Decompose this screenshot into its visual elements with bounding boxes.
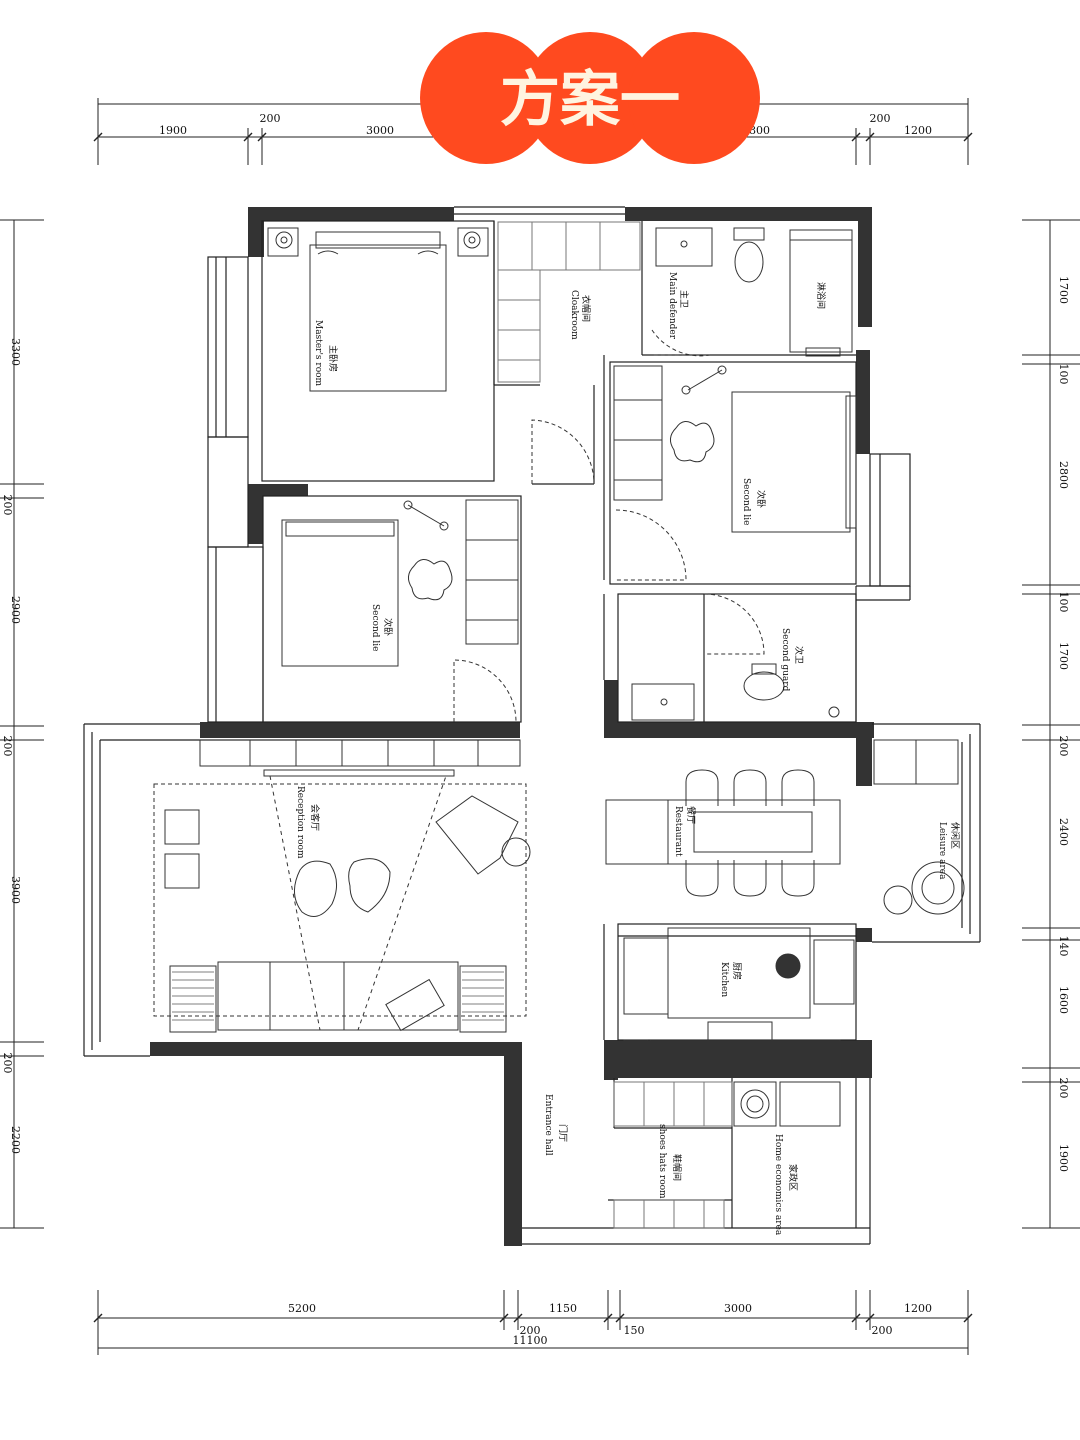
dimension-ticks — [93, 132, 973, 1323]
closet-en-label: Cloakroom — [569, 290, 579, 340]
dim-top-3: 3000 — [366, 124, 394, 137]
dim-left-3: 2900 — [9, 596, 22, 624]
dining-en-label: Restaurant — [673, 806, 683, 857]
dim-bottom-5: 3000 — [724, 1302, 752, 1315]
second-left-en-label: Second lie — [370, 604, 380, 651]
dim-bottom-2: 200 — [520, 1324, 541, 1337]
dim-right-6: 200 — [1057, 736, 1070, 757]
second-left-cn-label: 次卧 — [382, 618, 394, 636]
shoe-cn-label: 鞋帽间 — [671, 1154, 683, 1181]
dim-top-2: 200 — [260, 112, 281, 125]
dim-right-8: 140 — [1057, 936, 1070, 957]
secondbath-cn-label: 次卫 — [793, 646, 805, 664]
main-bath-fixtures — [655, 227, 853, 357]
living-en-label: Reception room — [295, 786, 305, 859]
mainbath-en-label: Main defender — [667, 272, 677, 340]
dining-furniture — [605, 769, 841, 897]
leisure-en-label: Leisure area — [937, 822, 947, 880]
dim-bottom-7: 200 — [872, 1324, 893, 1337]
mainbath-cn-label: 主卫 — [678, 290, 690, 308]
leisure-cn-label: 休闲区 — [949, 822, 961, 849]
utility-fixtures — [613, 1081, 733, 1229]
dining-cn-label: 餐厅 — [685, 806, 697, 824]
shoe-en-label: shoes hats room — [657, 1124, 667, 1199]
dim-right-1: 1700 — [1057, 276, 1070, 304]
title-text: 方案一 — [500, 65, 680, 135]
title-badge: 方案一 — [420, 32, 760, 164]
dimension-lines — [0, 98, 1080, 1355]
dim-right-5: 1700 — [1057, 642, 1070, 670]
closet-cabinets — [497, 221, 641, 383]
dim-left-1: 3300 — [9, 338, 22, 366]
master-cn-label: 主卧房 — [327, 345, 339, 372]
rugs — [172, 971, 504, 1021]
dim-bottom-3: 1150 — [549, 1302, 577, 1315]
living-room-furniture — [153, 739, 531, 1033]
wall-outlines — [83, 206, 981, 1245]
dim-left-4: 200 — [1, 736, 14, 757]
dim-left-5: 3900 — [9, 876, 22, 904]
dim-right-3: 2800 — [1057, 461, 1070, 489]
doors — [453, 329, 765, 723]
entry-cn-label: 门厅 — [557, 1124, 569, 1142]
second-right-cn-label: 次卧 — [755, 490, 767, 508]
dim-left-7: 2200 — [9, 1126, 22, 1154]
dim-right-2: 100 — [1057, 364, 1070, 385]
laundry-en-label: Home economics area — [773, 1134, 783, 1236]
dim-bottom-6: 1200 — [904, 1302, 932, 1315]
laundry-fixtures — [733, 1081, 841, 1127]
dim-top-1: 1900 — [159, 124, 187, 137]
dim-top-5: 200 — [870, 112, 891, 125]
dim-right-4: 100 — [1057, 592, 1070, 613]
leisure-furniture — [873, 739, 965, 915]
living-cn-label: 会客厅 — [309, 804, 321, 831]
shower-label: 淋浴间 — [815, 282, 827, 309]
right-bedroom-furniture — [613, 365, 857, 533]
master-en-label: Master's room — [313, 320, 323, 387]
left-bedroom-furniture — [281, 499, 519, 667]
laundry-cn-label: 家政区 — [787, 1164, 799, 1191]
master-bed — [267, 227, 489, 392]
entry-en-label: Entrance hall — [543, 1094, 553, 1156]
dim-bottom-total: 11100 — [513, 1334, 548, 1347]
dim-right-7: 2400 — [1057, 818, 1070, 846]
kitchen-en-label: Kitchen — [719, 962, 729, 997]
room-labels: 主卧房 Master's room 衣帽间 Cloakroom 主卫 Main … — [295, 272, 961, 1236]
secondbath-en-label: Second guard — [780, 628, 790, 692]
second-right-en-label: Second lie — [741, 478, 751, 525]
dim-top-6: 1200 — [904, 124, 932, 137]
kitchen-fixtures — [623, 927, 855, 1067]
dim-left-6: 200 — [1, 1053, 14, 1074]
kitchen-cn-label: 厨房 — [731, 962, 743, 980]
dim-right-11: 1900 — [1057, 1144, 1070, 1172]
walls — [150, 207, 874, 1246]
bath2-fixtures — [631, 663, 840, 721]
dim-right-10: 200 — [1057, 1078, 1070, 1099]
dim-bottom-1: 5200 — [288, 1302, 316, 1315]
dim-bottom-4: 150 — [624, 1324, 645, 1337]
dim-right-9: 1600 — [1057, 986, 1070, 1014]
dim-left-2: 200 — [1, 495, 14, 516]
closet-cn-label: 衣帽间 — [580, 295, 592, 322]
